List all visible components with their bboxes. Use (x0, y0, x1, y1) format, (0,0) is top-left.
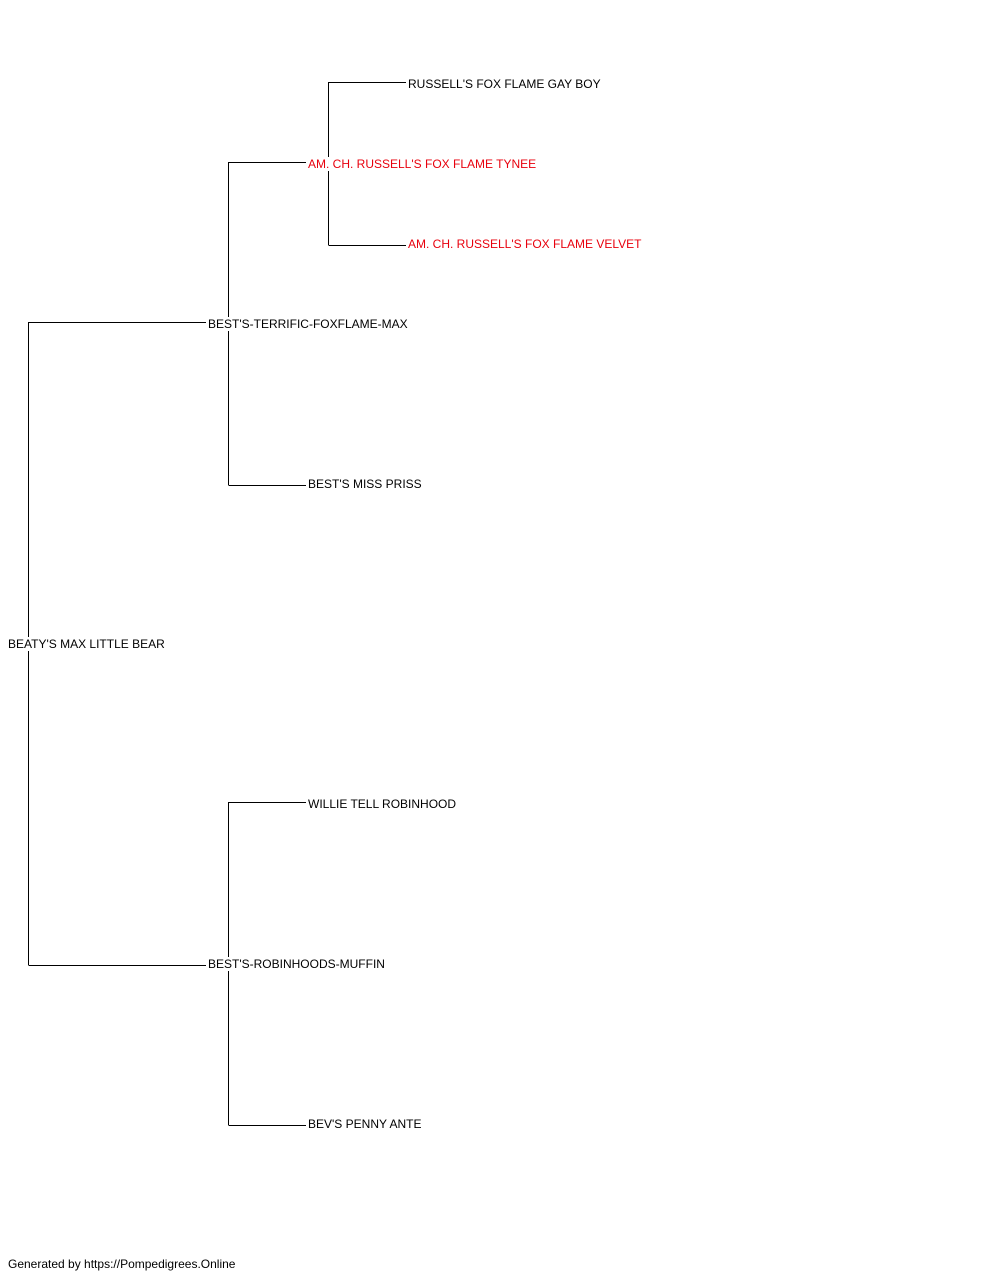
pedigree-subject-name[interactable]: BEATY'S MAX LITTLE BEAR (7, 637, 166, 651)
pedigree-sire-name[interactable]: BEST'S-TERRIFIC-FOXFLAME-MAX (207, 317, 409, 331)
pedigree-sire-sire-dam-name[interactable]: AM. CH. RUSSELL'S FOX FLAME VELVET (407, 237, 643, 251)
pedigree-sire-sire-sire-name[interactable]: RUSSELL'S FOX FLAME GAY BOY (407, 77, 602, 91)
pedigree-sire-sire-name[interactable]: AM. CH. RUSSELL'S FOX FLAME TYNEE (307, 157, 538, 171)
pedigree-dam-dam-name[interactable]: BEV'S PENNY ANTE (307, 1117, 423, 1131)
generated-by-footer: Generated by https://Pompedigrees.Online (8, 1257, 236, 1271)
pedigree-sire-dam-name[interactable]: BEST'S MISS PRISS (307, 477, 423, 491)
pedigree-dam-sire-name[interactable]: WILLIE TELL ROBINHOOD (307, 797, 458, 811)
pedigree-dam-name[interactable]: BEST'S-ROBINHOODS-MUFFIN (207, 957, 386, 971)
